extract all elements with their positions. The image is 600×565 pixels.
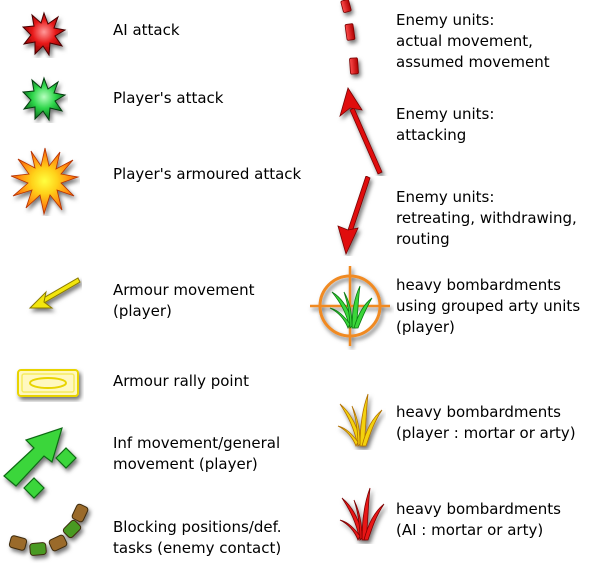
enemy-movement-label-1: Enemy units: [396,11,495,29]
armoured-attack-label: Player's armoured attack [113,165,302,183]
enemy-retreating-label-3: routing [396,230,450,248]
enemy-attacking-label-2: attacking [396,126,467,144]
blocking-positions-label-1: Blocking positions/def. [113,518,282,536]
enemy-attacking-arrow-icon [339,87,383,175]
enemy-movement-label-3: assumed movement [396,53,550,71]
enemy-retreating-arrow-icon [337,176,371,256]
enemy-attacking-label-1: Enemy units: [396,105,495,123]
grouped-arty-label-2: using grouped arty units [396,297,581,315]
armour-rally-point-icon [17,369,79,397]
armour-movement-label-2: (player) [113,302,172,320]
player-bombardment-label-1: heavy bombardments [396,403,561,421]
ai-bombardment-label-1: heavy bombardments [396,500,561,518]
enemy-movement-label-2: actual movement, [396,32,533,50]
armour-movement-label-1: Armour movement [113,281,255,299]
player-attack-icon [21,76,67,122]
enemy-retreating-label-2: retreating, withdrawing, [396,209,577,227]
player-bombardment-icon [337,393,383,447]
ai-bombardment-label-2: (AI : mortar or arty) [396,521,544,539]
grouped-arty-label-3: (player) [396,318,455,336]
ai-bombardment-icon [339,487,385,541]
player-bombardment-label-2: (player : mortar or arty) [396,424,576,442]
armoured-attack-icon [10,147,80,216]
inf-movement-label-1: Inf movement/general [113,434,281,452]
ai-attack-label: AI attack [113,21,180,39]
inf-movement-arrow-icon [3,427,77,499]
player-attack-label: Player's attack [113,89,224,107]
armour-movement-arrow-icon [28,277,81,309]
blocking-positions-icon [8,503,89,556]
grouped-arty-label-1: heavy bombardments [396,276,561,294]
enemy-movement-dashes-icon [340,0,359,75]
armour-rally-point-label: Armour rally point [113,372,249,390]
blocking-positions-label-2: tasks (enemy contact) [113,539,282,557]
grouped-arty-crosshair-icon [310,266,390,346]
inf-movement-label-2: movement (player) [113,455,258,473]
enemy-retreating-label-1: Enemy units: [396,188,495,206]
ai-attack-icon [21,11,67,57]
